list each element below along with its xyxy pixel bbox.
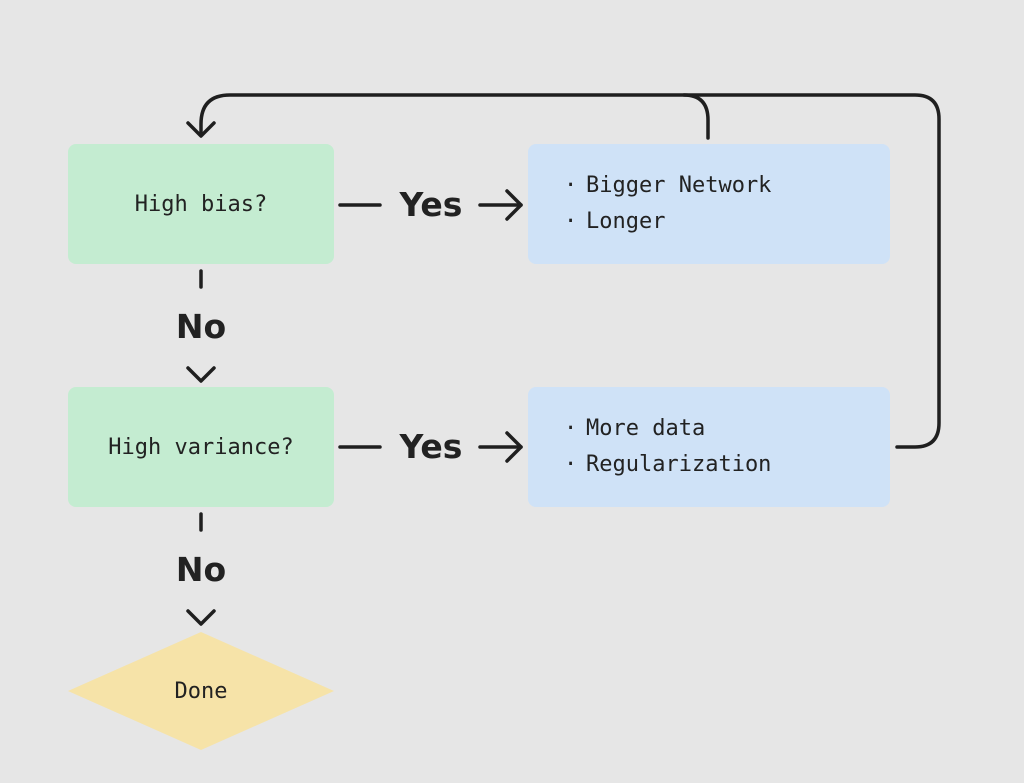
loop-line-variance — [199, 93, 941, 449]
yes-bias-label: Yes — [399, 185, 463, 224]
no-bias-label: No — [175, 307, 227, 346]
list-item: ·More data — [564, 416, 706, 441]
yes-variance-label: Yes — [399, 427, 463, 466]
variance-fixes-node: ·More data ·Regularization — [528, 387, 890, 507]
bias-fixes-list: ·Bigger Network ·Longer — [528, 168, 771, 240]
loop-arrowhead — [186, 121, 216, 138]
high-bias-label: High bias? — [134, 191, 268, 217]
list-item: ·Bigger Network — [564, 173, 772, 198]
high-bias-node: High bias? — [68, 144, 334, 264]
done-diamond — [68, 632, 334, 750]
done-label: Done — [174, 678, 228, 704]
high-variance-node: High variance? — [68, 387, 334, 507]
loop-line-bias — [682, 93, 710, 140]
high-variance-label: High variance? — [108, 434, 294, 460]
no-bias-arrowhead — [186, 366, 216, 383]
no-variance-arrowhead — [186, 609, 216, 626]
variance-fixes-list: ·More data ·Regularization — [528, 411, 771, 483]
list-item: ·Longer — [564, 209, 666, 234]
list-item: ·Regularization — [564, 452, 772, 477]
yes-bias-arrowhead — [505, 189, 523, 221]
no-variance-label: No — [175, 550, 227, 589]
bias-fixes-node: ·Bigger Network ·Longer — [528, 144, 890, 264]
yes-variance-arrowhead — [505, 431, 523, 463]
